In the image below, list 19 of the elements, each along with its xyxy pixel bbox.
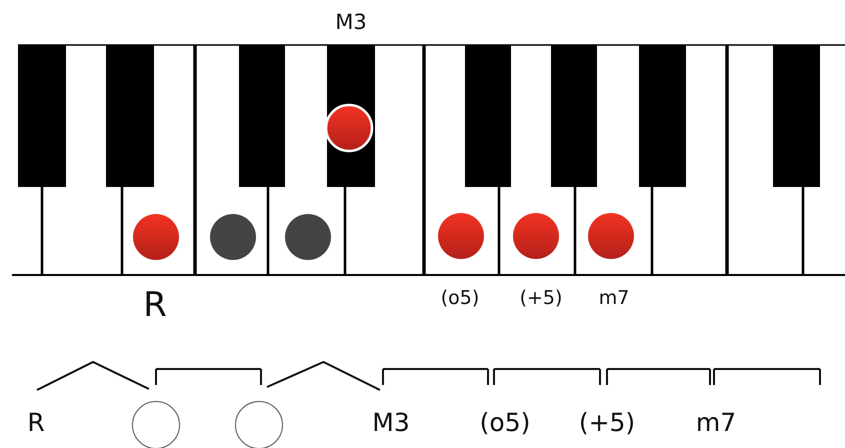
interval-bracket <box>155 368 262 386</box>
interval-bracket <box>382 368 489 386</box>
interval-bracket <box>606 368 711 386</box>
interval-label: M3 <box>360 404 422 440</box>
interval-label: M3 <box>335 12 367 33</box>
empty-note-circle <box>132 401 180 448</box>
interval-roof-line <box>36 360 150 391</box>
interval-label: R <box>18 404 54 440</box>
interval-label: R <box>143 288 167 322</box>
interval-label: (o5) <box>440 289 480 308</box>
interval-label: (+5) <box>520 289 562 308</box>
empty-note-circle <box>235 401 283 448</box>
interval-label: m7 <box>598 289 630 308</box>
interval-bracket <box>713 368 821 386</box>
interval-label: m7 <box>692 404 740 440</box>
interval-label: (o5) <box>472 404 538 440</box>
interval-label: (+5) <box>574 404 640 440</box>
interval-roof-line <box>266 360 380 391</box>
interval-bracket <box>493 368 601 386</box>
